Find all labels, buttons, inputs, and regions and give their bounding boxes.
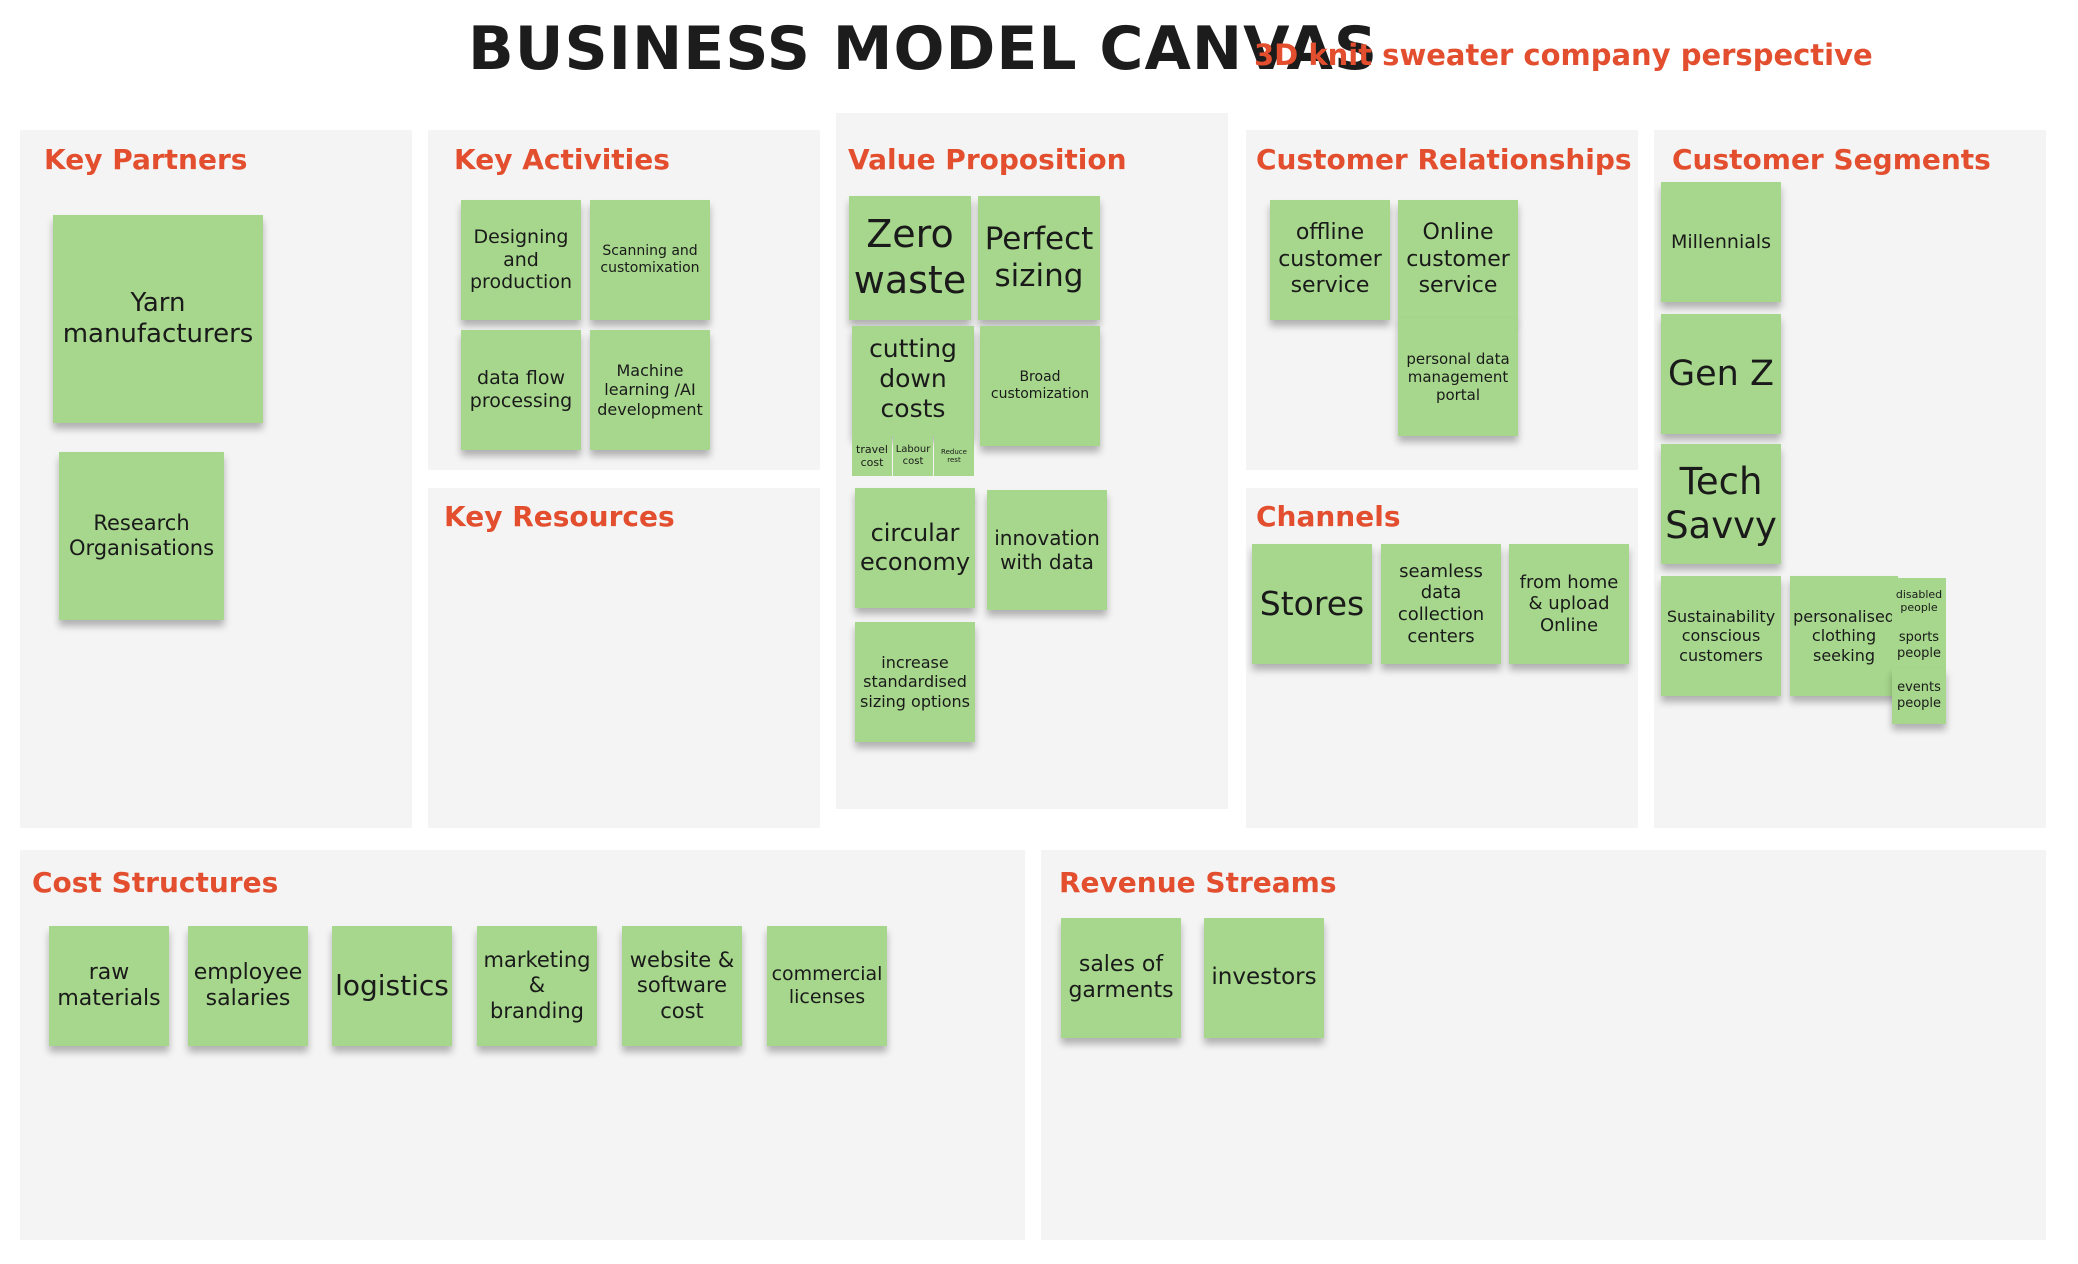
sticky-note[interactable]: investors [1204, 918, 1324, 1038]
panel-title-value-proposition: Value Proposition [848, 143, 1127, 176]
sticky-note[interactable]: Zero waste [849, 196, 971, 320]
sticky-note[interactable]: raw materials [49, 926, 169, 1046]
panel-title-key-partners: Key Partners [44, 143, 248, 176]
sticky-note[interactable]: Stores [1252, 544, 1372, 664]
page-title: BUSINESS MODEL CANVAS [468, 14, 1379, 84]
sticky-note[interactable]: offline customer service [1270, 200, 1390, 320]
sticky-note[interactable]: travel cost [852, 436, 892, 476]
sticky-note[interactable]: marketing & branding [477, 926, 597, 1046]
sticky-note[interactable]: increase standardised sizing options [855, 622, 975, 742]
sticky-note[interactable]: Labour cost [893, 436, 933, 476]
sticky-note[interactable]: Designing and production [461, 200, 581, 320]
page-subtitle: 3D knit sweater company perspective [1254, 38, 1873, 72]
sticky-note[interactable]: personalised clothing seeking [1790, 576, 1898, 696]
panel-key-resources [428, 488, 820, 828]
sticky-note[interactable]: seamless data collection centers [1381, 544, 1501, 664]
panel-title-key-activities: Key Activities [454, 143, 670, 176]
sticky-note[interactable]: Tech Savvy [1661, 444, 1781, 564]
sticky-note[interactable]: Perfect sizing [978, 196, 1100, 320]
sticky-note[interactable]: Millennials [1661, 182, 1781, 302]
sticky-note[interactable]: Sustainability conscious customers [1661, 576, 1781, 696]
sticky-note[interactable]: Machine learning /AI development [590, 330, 710, 450]
sticky-note[interactable]: data flow processing [461, 330, 581, 450]
sticky-note[interactable]: events people [1892, 668, 1946, 724]
sticky-note[interactable]: sports people [1892, 624, 1946, 668]
sticky-note[interactable]: logistics [332, 926, 452, 1046]
sticky-note[interactable]: Reduce rest [934, 436, 974, 476]
sticky-note[interactable]: personal data management portal [1398, 318, 1518, 436]
sticky-note[interactable]: employee salaries [188, 926, 308, 1046]
panel-title-revenue-streams: Revenue Streams [1059, 866, 1337, 899]
sticky-note[interactable]: Research Organisations [59, 452, 224, 620]
sticky-note[interactable]: commercial licenses [767, 926, 887, 1046]
sticky-note[interactable]: website & software cost [622, 926, 742, 1046]
sticky-note[interactable]: sales of garments [1061, 918, 1181, 1038]
panel-title-customer-relationships: Customer Relationships [1256, 143, 1632, 176]
sticky-note[interactable]: disabled people [1892, 578, 1946, 624]
panel-title-key-resources: Key Resources [444, 500, 675, 533]
sticky-note[interactable]: Scanning and customixation [590, 200, 710, 320]
sticky-note[interactable]: innovation with data [987, 490, 1107, 610]
panel-title-cost-structures: Cost Structures [32, 866, 279, 899]
sticky-note[interactable]: circular economy [855, 488, 975, 608]
sticky-note[interactable]: cutting down costs [852, 326, 974, 436]
panel-revenue-streams [1041, 850, 2046, 1240]
sticky-note[interactable]: Yarn manufacturers [53, 215, 263, 423]
panel-title-channels: Channels [1256, 500, 1401, 533]
sticky-note[interactable]: from home & upload Online [1509, 544, 1629, 664]
panel-title-customer-segments: Customer Segments [1672, 143, 1991, 176]
sticky-note[interactable]: Online customer service [1398, 200, 1518, 320]
sticky-note[interactable]: Gen Z [1661, 314, 1781, 434]
sticky-note[interactable]: Broad customization [980, 326, 1100, 446]
